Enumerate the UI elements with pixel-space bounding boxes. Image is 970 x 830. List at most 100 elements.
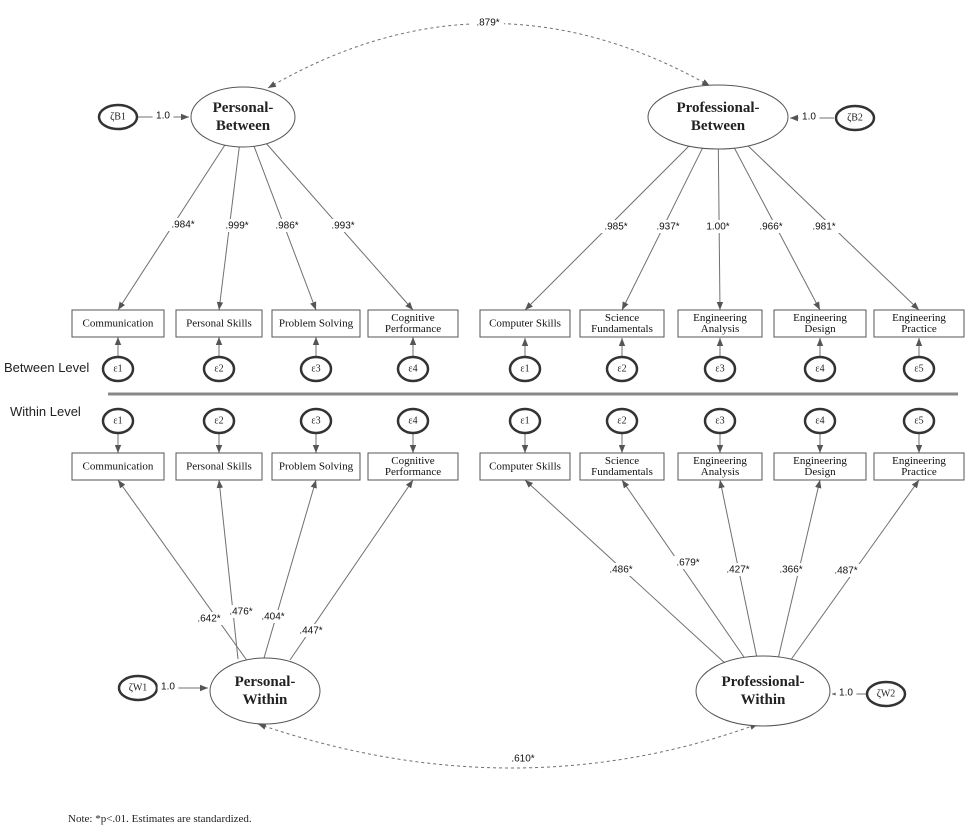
indicator-within-professional-1-label: Computer Skills xyxy=(489,461,561,473)
error-between-personal-3: ε3 xyxy=(299,355,333,383)
loading-professional-between-4: .966* xyxy=(759,222,782,233)
error-between-professional-4-label: ε4 xyxy=(815,364,824,375)
error-within-personal-3-circle xyxy=(299,407,333,435)
correlation-between-label: .879* xyxy=(476,18,499,29)
correlation-within-label-group: .610* xyxy=(507,752,539,765)
indicator-within-professional-1: Computer Skills xyxy=(479,452,571,481)
loading-professional-within-2-group: .679* xyxy=(672,556,704,569)
fixed-path-zb2: 1.0 xyxy=(802,112,816,123)
indicator-within-professional-4-label: Design xyxy=(804,466,836,478)
error-between-personal-1-circle xyxy=(101,355,135,383)
indicator-between-personal-3-label: Problem Solving xyxy=(279,318,354,330)
fixed-path-zw2-bg xyxy=(835,686,857,699)
latent-personal-between: Personal-Between xyxy=(190,86,296,148)
error-within-personal-4-circle xyxy=(396,407,430,435)
disturbance-zb2-label: ζB2 xyxy=(847,113,863,124)
error-between-professional-1: ε1 xyxy=(508,355,542,383)
indicator-between-professional-4-rect xyxy=(773,309,867,338)
loading-professional-between-5: .981* xyxy=(812,222,835,233)
path-personal-within-1 xyxy=(117,479,249,663)
loading-professional-between-5-group: .981* xyxy=(808,220,840,233)
indicator-between-professional-1-label: Computer Skills xyxy=(489,318,561,330)
indicator-within-personal-3-rect xyxy=(271,452,361,481)
indicator-between-professional-5-label: Engineering xyxy=(892,312,946,324)
loading-personal-between-2-bg xyxy=(221,219,253,232)
error-between-personal-4: ε4 xyxy=(396,355,430,383)
indicator-within-professional-1-rect xyxy=(479,452,571,481)
indicator-between-professional-3-label: Engineering xyxy=(693,312,747,324)
loading-professional-between-4-bg xyxy=(755,220,787,233)
latent-professional-within: Professional-Within xyxy=(695,655,831,727)
error-between-personal-2-label: ε2 xyxy=(214,364,223,375)
loading-professional-within-3-bg xyxy=(722,563,754,576)
indicator-between-professional-3-label: Analysis xyxy=(701,323,740,335)
error-between-personal-3-circle xyxy=(299,355,333,383)
loading-personal-between-1-bg xyxy=(167,218,199,231)
loading-personal-within-2-bg xyxy=(225,605,257,618)
disturbance-zw1-circle xyxy=(117,674,159,702)
loading-professional-within-5: .487* xyxy=(834,566,857,577)
latent-personal-within: Personal-Within xyxy=(209,657,321,725)
indicator-within-personal-2: Personal Skills xyxy=(175,452,263,481)
loading-professional-between-2-group: .937* xyxy=(652,220,684,233)
disturbance-zw2-circle xyxy=(865,680,907,708)
loading-personal-between-3-bg xyxy=(271,219,303,232)
loading-personal-between-1: .984* xyxy=(171,220,194,231)
fixed-path-zb2-bg xyxy=(798,110,820,123)
error-within-professional-3-circle xyxy=(703,407,737,435)
latent-professional-between: Professional-Between xyxy=(647,84,789,150)
indicator-between-personal-2: Personal Skills xyxy=(175,309,263,338)
error-between-professional-5-circle xyxy=(902,355,936,383)
loading-professional-between-2: .937* xyxy=(656,222,679,233)
indicator-within-professional-3-rect xyxy=(677,452,763,481)
correlation-within xyxy=(257,723,759,769)
loading-professional-within-3: .427* xyxy=(726,565,749,576)
latent-personal-within-label: Personal- xyxy=(235,674,296,690)
correlation-between xyxy=(267,23,711,89)
loading-professional-between-2-bg xyxy=(652,220,684,233)
indicator-between-professional-4-label: Design xyxy=(804,323,836,335)
error-within-professional-3-label: ε3 xyxy=(715,416,724,427)
loading-personal-within-3: .404* xyxy=(261,612,284,623)
loading-personal-within-1-bg xyxy=(193,612,225,625)
loading-professional-within-4-bg xyxy=(775,563,807,576)
indicator-within-professional-2-label: Fundamentals xyxy=(591,466,653,478)
indicator-within-professional-5-rect xyxy=(873,452,965,481)
latent-personal-between-ellipse xyxy=(190,86,296,148)
indicator-between-professional-5-label: Practice xyxy=(901,323,937,335)
error-between-personal-2-circle xyxy=(202,355,236,383)
error-within-personal-1-circle xyxy=(101,407,135,435)
loading-personal-between-1-group: .984* xyxy=(167,218,199,231)
indicator-between-professional-2-rect xyxy=(579,309,665,338)
loading-professional-between-3: 1.00* xyxy=(706,222,729,233)
indicator-within-professional-5-label: Engineering xyxy=(892,455,946,467)
loading-professional-within-4: .366* xyxy=(779,565,802,576)
latent-professional-within-label: Professional- xyxy=(721,674,804,690)
between-level-label: Between Level xyxy=(4,360,89,375)
disturbance-zb1-label: ζB1 xyxy=(110,112,126,123)
fixed-path-zb1-bg xyxy=(152,109,174,122)
error-between-professional-3-circle xyxy=(703,355,737,383)
fixed-path-zw1-bg xyxy=(157,680,179,693)
loading-professional-within-5-group: .487* xyxy=(830,564,862,577)
latent-personal-within-ellipse xyxy=(209,657,321,725)
error-within-personal-2-circle xyxy=(202,407,236,435)
error-between-professional-5-label: ε5 xyxy=(914,364,923,375)
indicator-between-personal-1-rect xyxy=(71,309,165,338)
indicator-within-professional-3-label: Analysis xyxy=(701,466,740,478)
loading-professional-between-1-group: .985* xyxy=(600,220,632,233)
indicator-within-professional-4-label: Engineering xyxy=(793,455,847,467)
diagram-note: Note: *p<.01. Estimates are standardized… xyxy=(68,813,252,825)
loading-professional-within-2: .679* xyxy=(676,558,699,569)
indicator-within-personal-3: Problem Solving xyxy=(271,452,361,481)
fixed-path-zw1-group: 1.0 xyxy=(157,680,179,693)
latent-professional-within-ellipse xyxy=(695,655,831,727)
loading-professional-between-4-group: .966* xyxy=(755,220,787,233)
error-within-personal-2-label: ε2 xyxy=(214,416,223,427)
disturbance-zb2: ζB2 xyxy=(834,104,876,132)
error-within-professional-4-label: ε4 xyxy=(815,416,824,427)
indicator-between-professional-2-label: Science xyxy=(605,312,639,324)
